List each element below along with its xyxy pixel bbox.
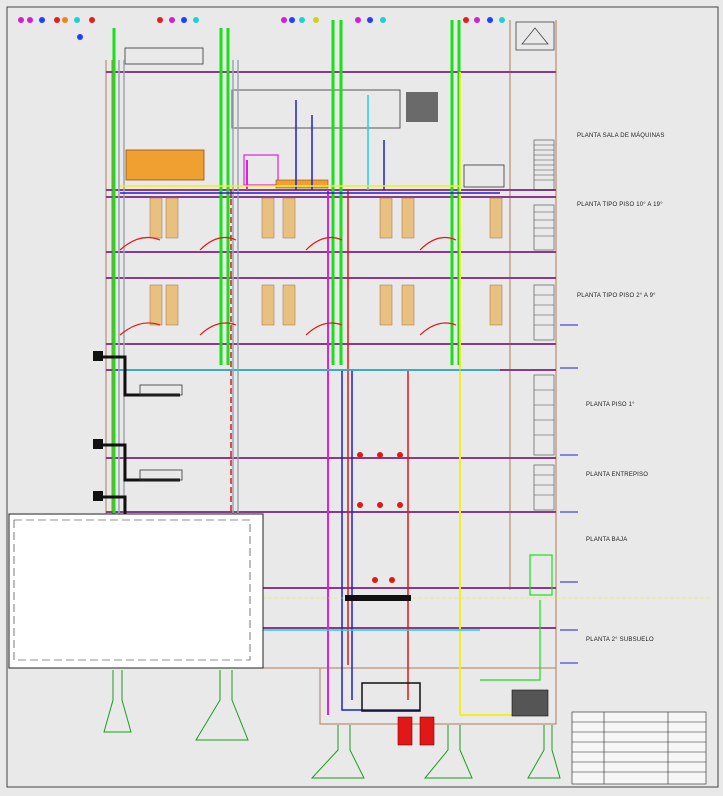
floor-label-tipo-2-9: PLANTA TIPO PISO 2° A 9°: [577, 293, 656, 299]
legend-icons: [18, 17, 505, 40]
floor-label-entrepiso: PLANTA ENTREPISO: [586, 472, 648, 478]
riser-magenta: [246, 160, 329, 715]
machine-room-equipment: [124, 47, 505, 189]
riser-blue-cyan: [295, 95, 420, 711]
title-block: [571, 711, 707, 785]
fan-icon: [515, 21, 555, 51]
floor-label-sala-maquinas: PLANTA SALA DE MÁQUINAS: [577, 132, 665, 139]
duct-boxes: [93, 351, 103, 501]
staircase: [533, 139, 555, 511]
floor-label-tipo-10-19: PLANTA TIPO PISO 10° A 19°: [577, 202, 663, 208]
exhaust-ducts: [98, 355, 180, 537]
floor-label-piso-1: PLANTA PISO 1°: [586, 402, 635, 408]
riser-yellow: [459, 72, 540, 716]
sheet-frame: [6, 6, 719, 788]
adjacent-building: [8, 513, 264, 669]
riser-red: [230, 190, 409, 700]
subsoil-equipment: [361, 554, 553, 746]
fan-coil-units: [149, 197, 503, 326]
branch-arcs: [119, 237, 457, 336]
floor-label-baja: PLANTA BAJA: [586, 537, 627, 543]
foundations: [103, 670, 561, 779]
level-markers: [560, 324, 578, 664]
floor-label-subsuelo-2: PLANTA 2° SUBSUELO: [586, 637, 654, 643]
